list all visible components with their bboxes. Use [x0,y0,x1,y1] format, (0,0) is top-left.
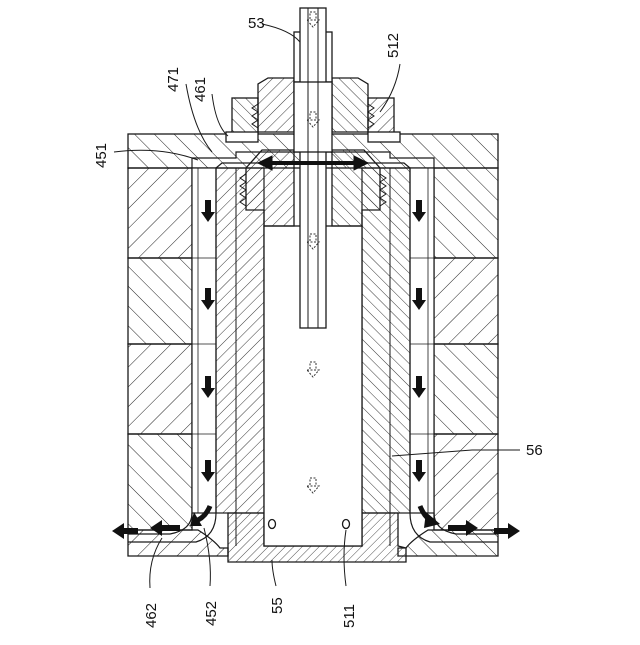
label-55: 55 [269,597,286,614]
inlet-pipe [294,8,332,328]
right-block-3 [434,344,498,434]
right-block-1 [434,168,498,258]
label-56: 56 [526,442,543,459]
label-461: 461 [192,77,209,102]
nut-left [258,78,294,132]
pipe-body [294,82,332,152]
right-block-2 [434,258,498,344]
vent-hole-right [343,520,350,529]
pipe-tube [300,8,326,328]
collar-right [368,98,394,134]
gasket-left [226,132,258,142]
label-451: 451 [93,143,110,168]
collar-left [232,98,258,134]
vent-hole-left [269,520,276,529]
label-511: 511 [341,604,358,628]
left-channel [192,168,216,513]
sleeve-wall-right [362,168,410,513]
left-block-2 [128,258,192,344]
left-block-1 [128,168,192,258]
left-block-3 [128,344,192,434]
left-block-4 [128,434,192,530]
nut-right [332,78,368,132]
label-471: 471 [165,67,182,92]
right-block-4 [434,434,498,530]
sleeve-wall-left [216,168,264,513]
label-53: 53 [248,15,265,32]
leader-55 [272,560,276,586]
gasket-right [368,132,400,142]
label-512: 512 [385,33,402,58]
leader-461 [212,94,228,136]
label-462: 462 [143,603,160,628]
label-452: 452 [203,601,220,626]
